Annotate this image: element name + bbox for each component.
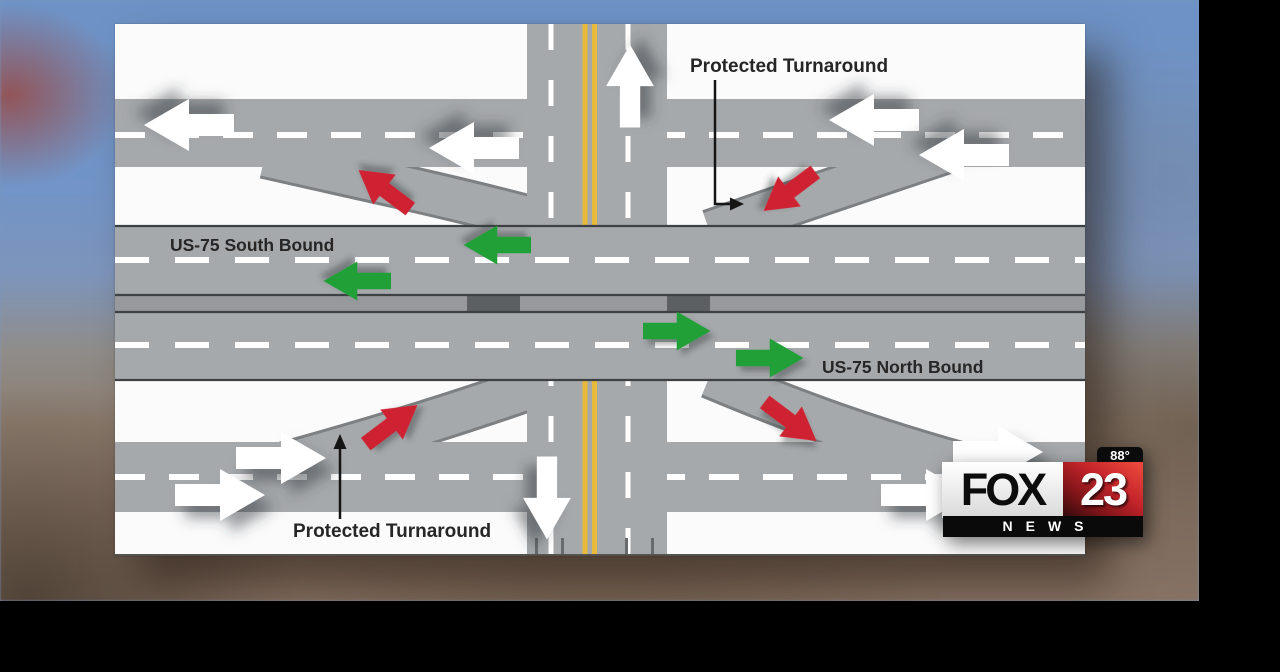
callout-top: Protected Turnaround <box>690 56 888 211</box>
temperature-badge: 88° <box>1097 447 1143 464</box>
video-frame: Protected Turnaround Protected Turnaroun… <box>0 0 1199 601</box>
overpass-pier-shadow <box>667 296 710 311</box>
panel-bottom-edge <box>115 554 1085 556</box>
protected-turnaround-top-label: Protected Turnaround <box>690 56 888 77</box>
interchange-diagram: Protected Turnaround Protected Turnaroun… <box>115 24 1085 556</box>
fox23-logo-main: FOX 23 <box>942 462 1143 518</box>
us75-south-bound-label: US-75 South Bound <box>170 235 334 255</box>
us75-north-bound-label: US-75 North Bound <box>822 357 983 377</box>
us75-edge-lines <box>115 224 1085 382</box>
overpass-pier-shadow <box>467 296 520 311</box>
callout-arrowhead <box>730 197 744 211</box>
callout-bottom: Protected Turnaround <box>293 434 491 542</box>
us75-median <box>115 296 1085 311</box>
us75-lane-dashes <box>115 257 1085 348</box>
protected-turnaround-bottom-label: Protected Turnaround <box>293 521 491 542</box>
diagram-panel: Protected Turnaround Protected Turnaroun… <box>115 24 1085 556</box>
fox-wordmark: FOX <box>942 462 1063 518</box>
bridge-joint-marks <box>115 538 1085 556</box>
fox23-logo: 88° FOX 23 NEWS <box>940 447 1143 537</box>
channel-number: 23 <box>1063 462 1143 518</box>
news-wordmark: NEWS <box>943 516 1143 537</box>
callout-arrowhead <box>333 434 347 449</box>
